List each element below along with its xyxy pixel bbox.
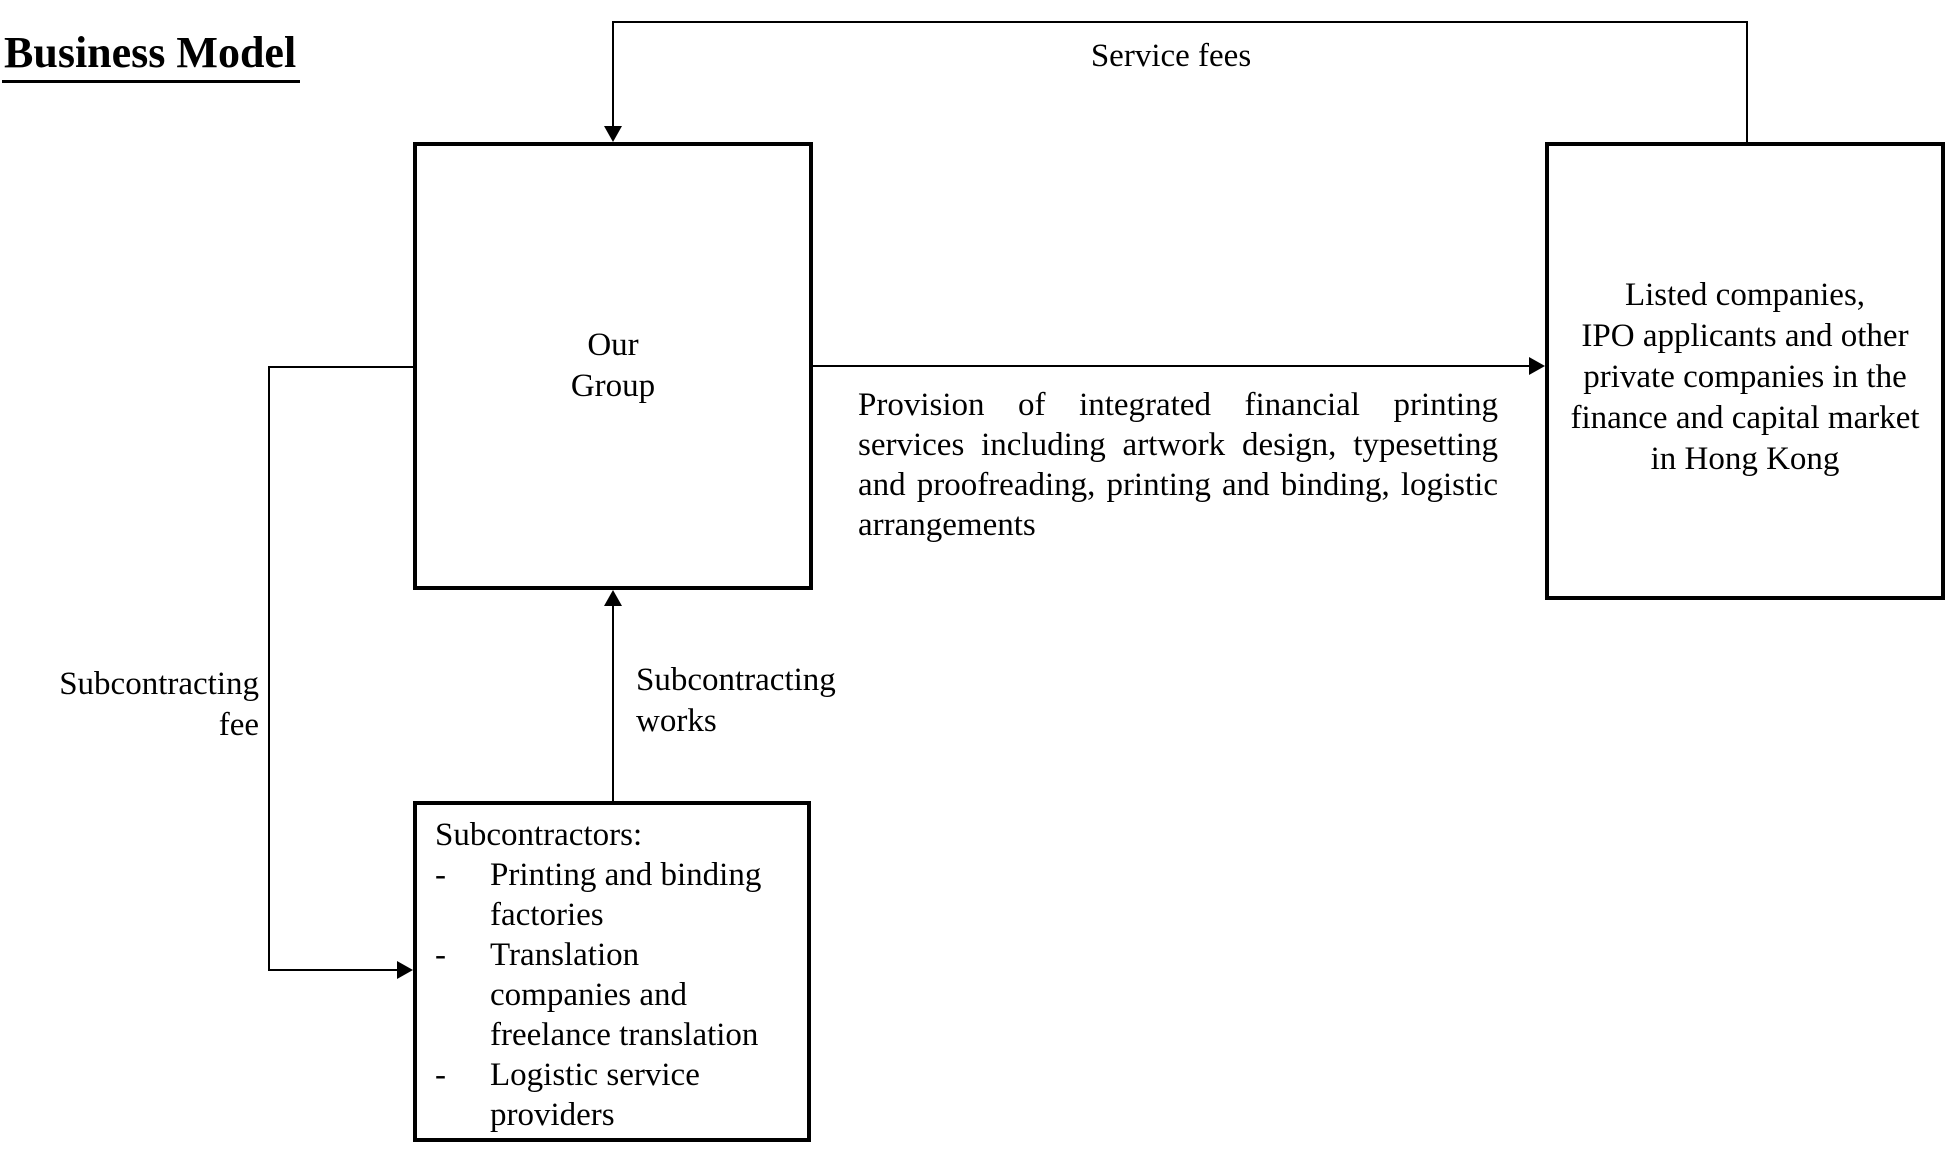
subcontracting-works-label-line1: Subcontracting [636, 662, 836, 698]
our-group-box-line2: Group [570, 368, 656, 404]
service-fees-label: Service fees [1090, 38, 1252, 74]
subcontracting-works-label-line2: works [636, 703, 717, 739]
provision-label: Provision of integrated financial printi… [858, 387, 1498, 543]
customers-box-line2: IPO applicants and other [1581, 317, 1909, 354]
service-fees-connector-left-drop [612, 21, 614, 128]
provision-connector [813, 365, 1531, 367]
list-item-dash: - [435, 1057, 446, 1093]
arrowhead-down-icon [604, 126, 622, 142]
subcontractors-box-heading: Subcontractors: [435, 817, 643, 853]
subcontracting-fee-connector-in [268, 969, 398, 971]
list-item: - Logistic service providers [435, 1055, 797, 1135]
subcontracting-fee-label-line2: fee [218, 707, 259, 743]
arrowhead-right-icon [1529, 357, 1545, 375]
list-item-text: Translation companies and freelance tran… [490, 937, 759, 1053]
arrowhead-up-icon [604, 590, 622, 606]
list-item-text: Printing and binding factories [490, 857, 762, 933]
list-item: - Printing and binding factories [435, 855, 797, 935]
service-fees-connector-top [612, 21, 1748, 23]
subcontracting-fee-label-line1: Subcontracting [59, 666, 259, 702]
list-item: - Translation companies and freelance tr… [435, 935, 797, 1055]
service-fees-connector-right-drop [1746, 21, 1748, 142]
list-item-text: Logistic service providers [490, 1057, 700, 1133]
subcontractors-box: Subcontractors: - Printing and binding f… [413, 801, 811, 1142]
list-item-dash: - [435, 857, 446, 893]
arrowhead-right-icon [397, 961, 413, 979]
customers-box-line4: finance and capital market [1570, 399, 1920, 436]
list-item-dash: - [435, 937, 446, 973]
page-title: Business Model [2, 28, 301, 83]
our-group-box: Our Group [413, 142, 813, 590]
our-group-box-line1: Our [587, 327, 639, 363]
subcontracting-fee-label: Subcontracting fee [39, 664, 259, 746]
subcontracting-fee-connector-out [269, 366, 413, 368]
customers-box: Listed companies, IPO applicants and oth… [1545, 142, 1945, 600]
customers-box-line3: private companies in the [1583, 358, 1907, 395]
subcontracting-works-label: Subcontracting works [636, 660, 896, 742]
subcontracting-fee-connector-drop [268, 366, 270, 971]
customers-box-line5: in Hong Kong [1650, 440, 1840, 477]
customers-box-line1: Listed companies, [1624, 276, 1866, 313]
subcontracting-works-connector [612, 604, 614, 801]
